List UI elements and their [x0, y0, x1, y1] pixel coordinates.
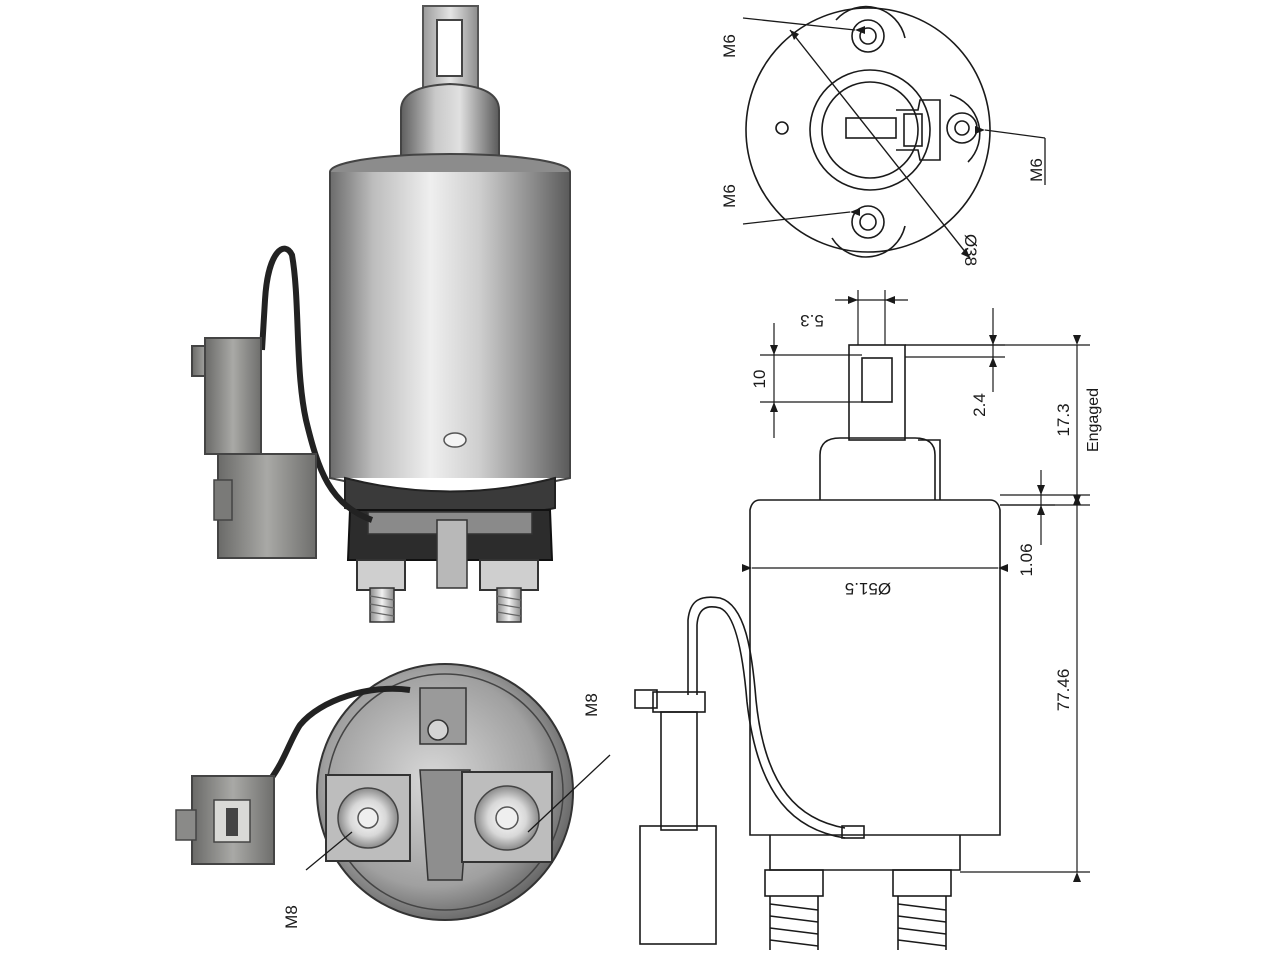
m6-top-label: M6	[720, 34, 739, 58]
right-hole	[946, 112, 978, 144]
dimension-arrowhead	[855, 26, 865, 34]
dimension-arrowhead	[1073, 495, 1081, 505]
right-terminal-nut	[892, 869, 952, 897]
plunger-slot	[845, 117, 897, 139]
dimension-arrowhead	[770, 345, 778, 355]
dim-77-46-label: 77.46	[1054, 669, 1073, 712]
dim-1-06-label: 1.06	[1017, 543, 1036, 576]
m8-right-leader	[527, 754, 611, 833]
dim-2-4-label: 2.4	[970, 393, 989, 417]
dimension-arrowhead	[1073, 335, 1081, 345]
terminal-bracket	[896, 99, 941, 161]
diameter-line	[789, 29, 971, 259]
end-flange-outline	[745, 7, 991, 253]
dimension-arrowhead	[770, 402, 778, 412]
dimension-arrowhead	[975, 126, 985, 134]
lead-wire-drawing	[687, 596, 846, 829]
dimension-lines	[752, 290, 1090, 873]
center-strap	[436, 519, 468, 589]
connector-body	[660, 711, 698, 831]
plunger	[848, 344, 906, 441]
terminal-end-photo: M8 M8	[175, 663, 611, 929]
dimension-arrowhead	[1037, 505, 1045, 515]
locator-hole	[775, 121, 789, 135]
dimension-arrowhead	[848, 296, 858, 304]
end-view-labels: M6 M6 M6 Ø38	[720, 34, 1046, 266]
inner-bore	[809, 69, 931, 191]
m8-left-label: M8	[282, 905, 301, 929]
solenoid-body	[749, 499, 1001, 836]
bottom-hole	[851, 205, 885, 239]
dim-10-label: 10	[750, 370, 769, 389]
terminal-housing	[769, 835, 961, 871]
m8-left-leader	[305, 831, 353, 871]
dimension-arrowhead	[998, 564, 1008, 572]
dim-17-3-label: 17.3	[1054, 403, 1073, 436]
tab-hole	[436, 19, 463, 77]
dimension-arrowhead	[961, 248, 970, 258]
plunger-hole	[861, 357, 893, 403]
dimension-arrowhead	[742, 564, 752, 572]
dimension-arrowhead	[989, 335, 997, 345]
solenoid-photo	[191, 5, 571, 623]
right-nut	[479, 559, 539, 591]
dim-5-3-label: 5.3	[800, 311, 824, 330]
plunger-neck	[400, 82, 500, 169]
dimension-arrowhead	[885, 296, 895, 304]
dimension-arrowhead	[790, 30, 799, 40]
dimension-arrowhead	[1073, 872, 1081, 882]
side-view-drawing	[634, 290, 1090, 950]
top-hole	[851, 19, 885, 53]
engaged-label: Engaged	[1085, 388, 1102, 452]
connector-lower	[217, 453, 317, 559]
cylinder-body	[330, 172, 570, 478]
dimension-arrows	[742, 26, 1081, 882]
left-nut	[356, 559, 406, 591]
dimension-arrowhead	[1037, 485, 1045, 495]
m6-bottom-label: M6	[720, 184, 739, 208]
dimension-arrowhead	[989, 357, 997, 367]
dim-51-5-label: Ø51.5	[845, 579, 891, 598]
vent-hole	[443, 432, 467, 448]
lead-wire-end	[267, 685, 411, 782]
end-view-drawing	[742, 5, 1046, 259]
lead-wire	[259, 245, 374, 523]
dimension-arrowhead	[850, 208, 860, 216]
connector-upper	[204, 337, 262, 455]
m8-right-label: M8	[582, 693, 601, 717]
connector-base	[639, 825, 717, 945]
bridge-plate	[419, 769, 471, 881]
plunger-housing	[819, 437, 936, 500]
m6-right-label: M6	[1027, 158, 1046, 182]
left-terminal-nut	[764, 869, 824, 897]
side-view-labels: 5.3 10 2.4 17.3 Engaged Ø51.5 1.06 77.46	[750, 311, 1102, 711]
diameter-38-label: Ø38	[961, 234, 980, 266]
